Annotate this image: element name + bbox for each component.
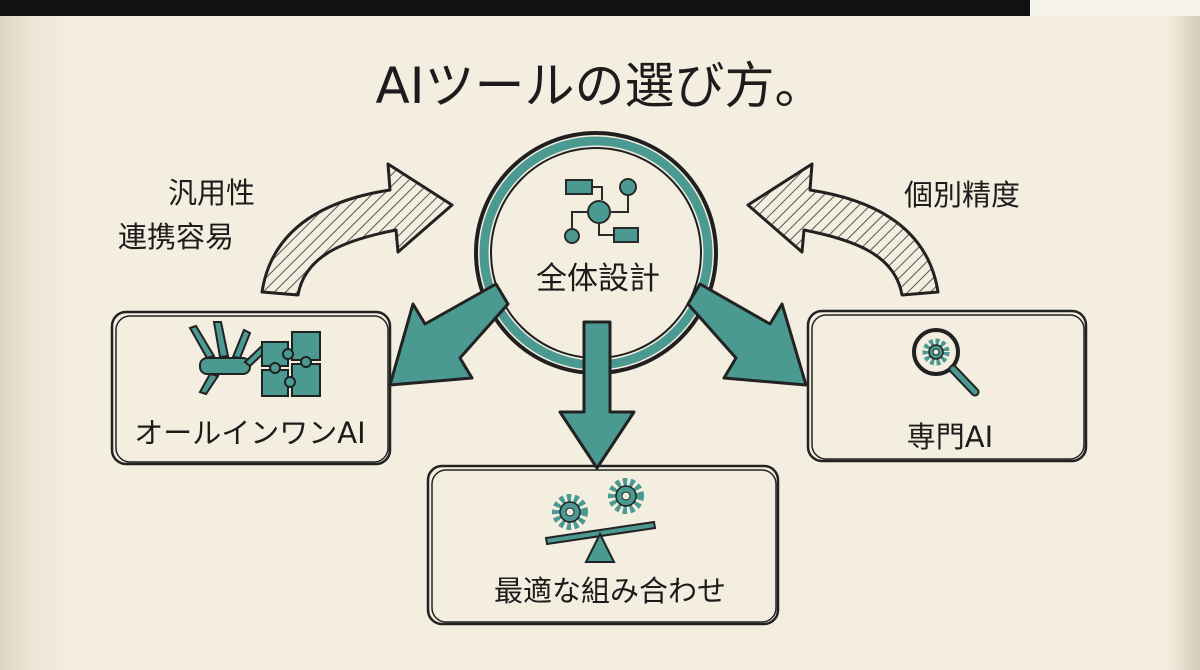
magnifier-gear-icon <box>912 328 980 397</box>
page-title: AIツールの選び方。 <box>375 57 825 115</box>
all-in-one-label: オールインワンAI <box>134 416 366 450</box>
note-easy-integration: 連携容易 <box>118 220 235 254</box>
flowchart-icon <box>564 178 639 244</box>
multitool-icon <box>188 321 272 396</box>
box-combination <box>426 464 780 626</box>
note-versatility: 汎用性 <box>168 176 256 210</box>
specialized-label: 専門AI <box>906 420 994 454</box>
puzzle-icon <box>261 331 321 397</box>
page-corner <box>1030 0 1200 16</box>
gears-balance-icon <box>544 478 657 563</box>
note-individual-precision: 個別精度 <box>904 178 1021 212</box>
box-specialized <box>806 309 1088 463</box>
box-all-in-one <box>110 310 392 466</box>
center-label: 全体設計 <box>536 261 660 297</box>
top-dark-strip <box>0 0 1030 16</box>
curved-arrow-left <box>260 162 454 297</box>
page-gutter-shadow <box>0 16 70 670</box>
arrow-to-combination <box>558 320 636 470</box>
page-edge-shadow <box>1166 16 1200 670</box>
curved-arrow-right <box>746 162 940 297</box>
arrow-to-specialized <box>686 282 808 387</box>
combination-label: 最適な組み合わせ <box>493 574 726 608</box>
arrow-to-all-in-one <box>388 282 510 387</box>
